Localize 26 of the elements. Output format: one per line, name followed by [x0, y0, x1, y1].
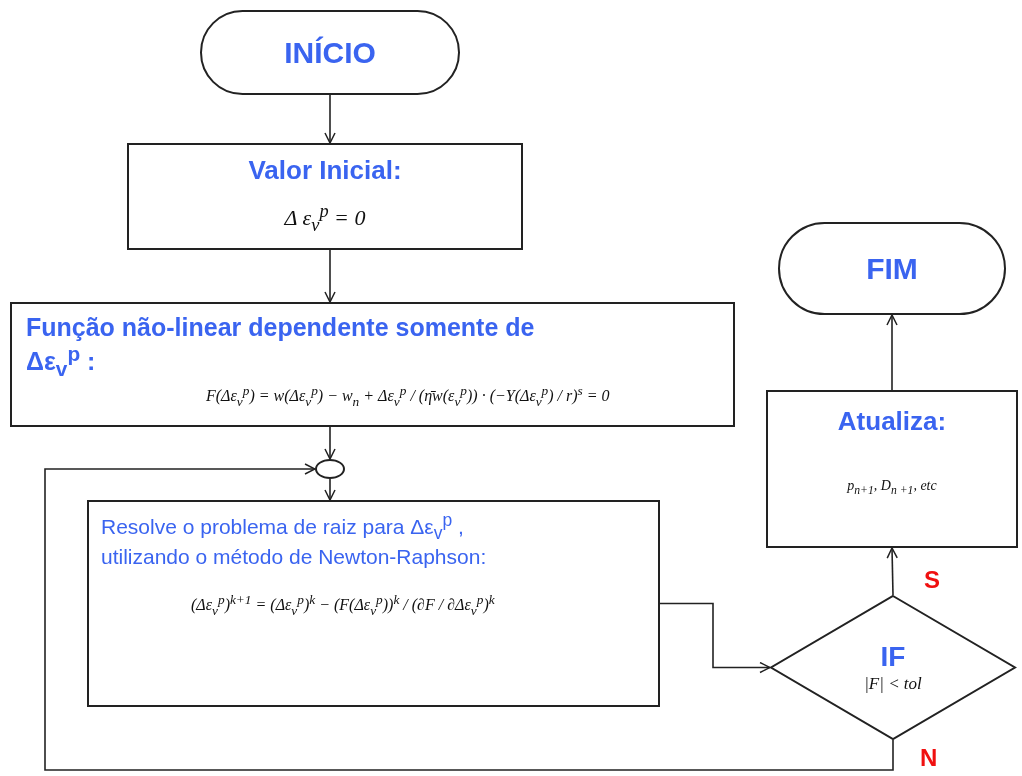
arrow — [44, 463, 894, 771]
box-heading: Atualiza: — [837, 406, 947, 438]
arrow — [324, 249, 336, 303]
box-heading: Valor Inicial: — [248, 155, 402, 187]
process-box — [87, 500, 660, 707]
formula: (Δε$_{v}$$^{p}$)$^{k+1}$ = (Δε$_{v}$$^{p}$)$^{k}$ − (F(Δε$_{v}$$^{p}$))$^{k}$ / (∂F / ∂Δε$_{v}$$^{p}$)$^{k}$ — [191, 591, 495, 620]
junction-circle — [315, 459, 345, 479]
formula: F(Δε$_{v}$$^{p}$) = w(Δε$_{v}$$^{p}$) − w$_{n}$ + Δε$_{v}$$^{p}$ / (η̄w(ε$_{v}$$^{p}$)) · (−Y(Δε$_{v}$$^{p}$) / r)$^{s}$ = 0 — [206, 382, 610, 411]
arrow — [324, 94, 336, 144]
arrow — [659, 602, 771, 674]
box-text: Resolve o problema de raiz para Δε$_{v}$$^{p}$ , utilizando o método de Newton-Raphson: — [101, 510, 488, 570]
decision-diamond — [770, 595, 1016, 740]
terminal-label: INÍCIO — [284, 34, 376, 71]
process-box — [127, 143, 523, 250]
formula: Δ ε$_{v}$$^{p}$ = 0 — [284, 200, 366, 237]
formula: p$_{n+1}$, D$_{n +1}$, etc — [847, 477, 937, 499]
arrow — [886, 547, 898, 596]
box-heading: Função não-linear dependente somente de Δε$_{v}$$^{p}$ : — [26, 312, 536, 383]
condition-formula: |F| < tol — [864, 673, 922, 696]
arrow — [886, 314, 898, 391]
process-box — [766, 390, 1018, 548]
arrow — [324, 478, 336, 501]
arrow — [324, 426, 336, 460]
decision-label: IF — [880, 639, 906, 674]
process-box — [10, 302, 735, 427]
terminal-label: FIM — [866, 250, 918, 287]
